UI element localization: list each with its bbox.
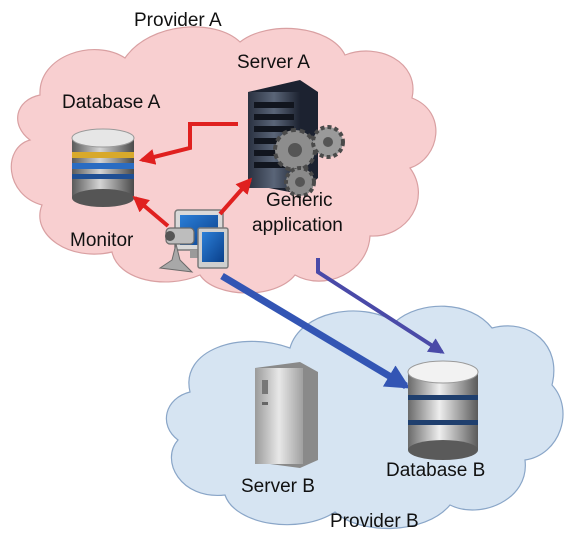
arrow-monitor-to-database-b: [220, 272, 411, 390]
arrow-monitor-to-database-a: [132, 195, 170, 228]
arrow-server-to-database-a: [138, 122, 238, 165]
monitor-icon: [158, 209, 229, 273]
provider-a-label: Provider A: [134, 10, 222, 31]
application-label-line2: application: [252, 215, 343, 236]
database-a-label: Database A: [62, 92, 161, 113]
database-b-icon: [407, 360, 479, 460]
database-a-icon: [71, 128, 135, 207]
database-b-label: Database B: [386, 460, 486, 481]
monitor-label: Monitor: [70, 230, 134, 251]
server-b-icon: [255, 362, 318, 468]
gears-icon: [273, 125, 345, 198]
cloud-provider-b: [165, 305, 564, 529]
server-b-label: Server B: [241, 476, 315, 497]
application-label-line1: Generic: [266, 190, 333, 211]
provider-b-label: Provider B: [330, 511, 419, 532]
arrow-monitor-to-server-a: [218, 177, 253, 216]
server-a-label: Server A: [237, 52, 310, 73]
arrow-application-to-database-b: [316, 258, 445, 354]
cloud-provider-a: [10, 26, 437, 294]
